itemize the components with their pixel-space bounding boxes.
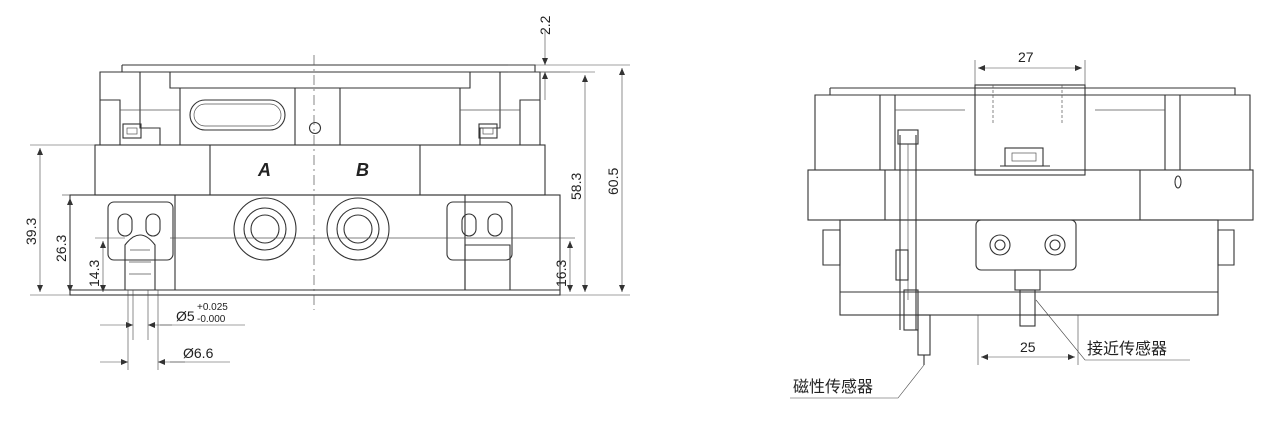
left-port-b: [326, 197, 390, 261]
svg-text:接近传感器: 接近传感器: [1087, 339, 1167, 358]
svg-text:Ø6.6: Ø6.6: [183, 345, 214, 361]
dim-25: 25: [977, 315, 1079, 365]
svg-text:39.3: 39.3: [23, 218, 39, 245]
svg-text:14.3: 14.3: [86, 260, 102, 287]
svg-text:60.5: 60.5: [605, 168, 621, 195]
right-pin-block: [446, 201, 513, 291]
left-oblong-slot: [189, 99, 286, 131]
left-pin-block: [107, 201, 174, 291]
right-lower-body: [822, 219, 1235, 316]
svg-text:2.2: 2.2: [537, 15, 553, 35]
dim-16-3: 16.3: [553, 237, 575, 292]
dim-58-3: 58.3: [540, 71, 595, 296]
dim-60-5: 60.5: [570, 64, 630, 296]
svg-text:27: 27: [1018, 49, 1034, 65]
left-oblong-slot-inner: [193, 103, 282, 127]
left-port-a: [233, 197, 297, 261]
right-proximity-bracket: [975, 219, 1077, 327]
svg-text:26.3: 26.3: [53, 235, 69, 262]
left-small-hole: [308, 121, 322, 135]
dim-2-2: 2.2: [508, 15, 570, 100]
left-t-slot-right: [478, 123, 498, 139]
label-b: B: [356, 160, 369, 180]
dim-26-3: 26.3: [53, 194, 73, 292]
label-a: A: [257, 160, 271, 180]
dim-phi-6-6: Ø6.6: [100, 290, 230, 370]
callout-magnetic-sensor: 磁性传感器: [790, 364, 925, 399]
dim-39-3: 39.3: [23, 144, 95, 296]
svg-text:Ø5: Ø5: [176, 308, 195, 324]
right-side-view: 27 25 接近传感器 磁性传感器: [790, 49, 1254, 399]
right-middle-band: [807, 169, 1254, 221]
dim-phi-5: Ø5 +0.025 -0.000: [100, 290, 245, 340]
svg-text:磁性传感器: 磁性传感器: [793, 377, 873, 396]
callout-proximity-sensor: 接近传感器: [1035, 299, 1190, 361]
right-center-block: [974, 84, 1086, 176]
right-upper-body: [814, 87, 1251, 171]
right-magnetic-sensor: [895, 129, 931, 365]
dim-14-3: 14.3: [86, 237, 125, 292]
left-t-slot-left: [122, 123, 142, 139]
svg-text:+0.025: +0.025: [197, 302, 228, 313]
left-front-view: A B: [23, 15, 630, 370]
svg-text:-0.000: -0.000: [197, 314, 226, 325]
left-top-plate: [99, 64, 541, 146]
svg-text:25: 25: [1020, 339, 1036, 355]
left-middle-body: [94, 144, 546, 196]
svg-text:16.3: 16.3: [553, 260, 569, 287]
svg-text:58.3: 58.3: [568, 173, 584, 200]
dim-27: 27: [974, 49, 1086, 85]
